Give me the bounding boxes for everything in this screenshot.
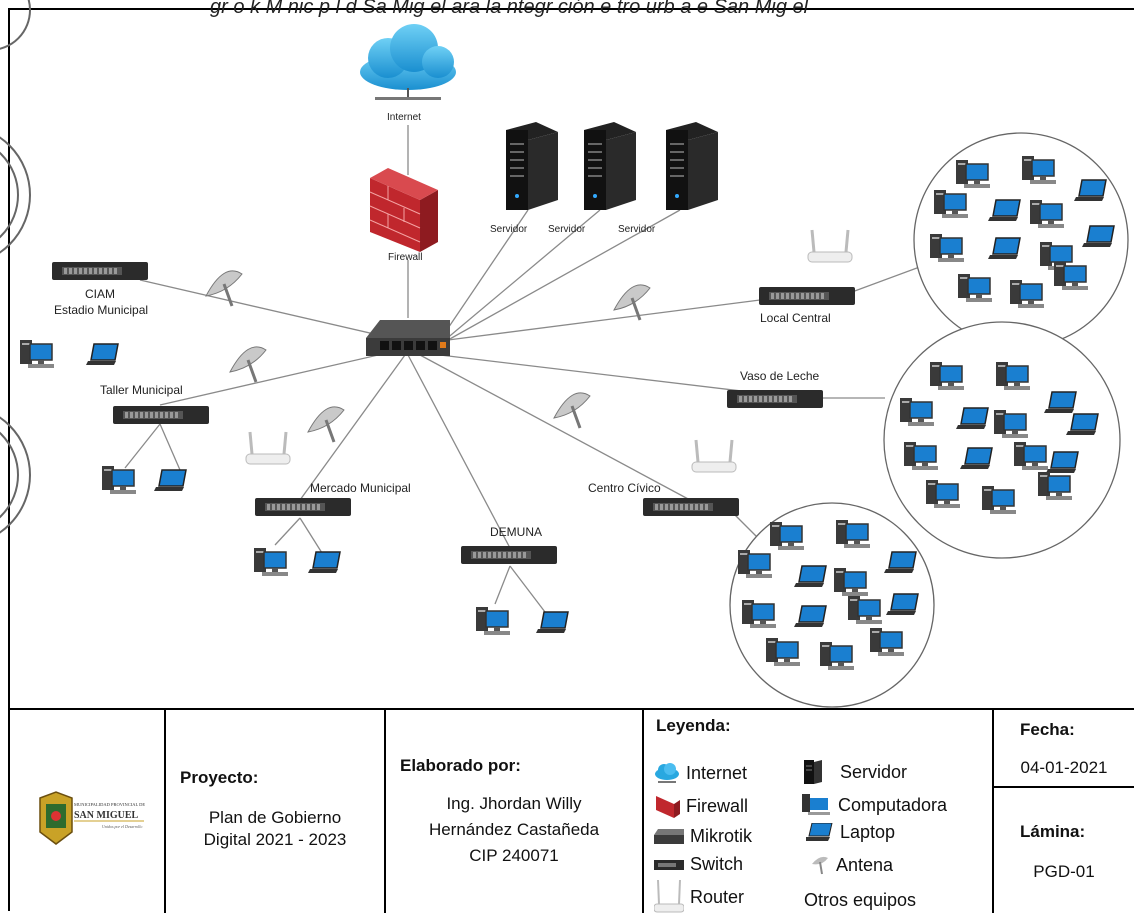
legend-item-otros: Otros equipos xyxy=(804,890,917,910)
municipality-logo: MUNICIPALIDAD PROVINCIAL DE SAN MIGUEL U… xyxy=(39,791,145,845)
svg-text:MUNICIPALIDAD PROVINCIAL DE: MUNICIPALIDAD PROVINCIAL DE xyxy=(74,802,145,807)
legend-item-switch: Switch xyxy=(654,854,743,875)
site-label-mercado: Mercado Municipal xyxy=(310,481,411,495)
legend-item-internet: Internet xyxy=(654,762,747,784)
firewall-icon xyxy=(656,796,680,818)
date-sheet-cell: Fecha: 04-01-2021 Lámina: PGD-01 xyxy=(994,710,1134,913)
antenna-dish-icon xyxy=(552,391,592,430)
firewall-label: Firewall xyxy=(388,252,422,263)
wifi-router-icon xyxy=(244,430,292,466)
switch-icon-vaso xyxy=(727,390,823,408)
stamp-seal xyxy=(0,0,31,534)
sheet-value: PGD-01 xyxy=(1033,862,1095,881)
site-label-vaso: Vaso de Leche xyxy=(740,369,819,383)
laptop-icon xyxy=(85,343,119,366)
title-block: MUNICIPALIDAD PROVINCIAL DE SAN MIGUEL U… xyxy=(8,708,1134,913)
server-icon xyxy=(665,121,719,211)
mikrotik-router-icon xyxy=(366,320,450,356)
server-icon xyxy=(505,121,559,211)
author-cell: Elaborado por: Ing. Jhordan Willy Hernán… xyxy=(386,710,644,913)
laptop-icon xyxy=(806,822,833,841)
site-label-demuna: DEMUNA xyxy=(490,525,542,539)
internet-label: Internet xyxy=(387,112,421,123)
wifi-router-icon xyxy=(690,438,738,474)
site-label-ciam: CIAM xyxy=(85,287,115,301)
author-name-line2: Hernández Castañeda xyxy=(428,820,600,839)
server-icon xyxy=(583,121,637,211)
laptop-icon xyxy=(153,469,187,492)
network-diagram: Internet Firewall Servidor Servidor Serv… xyxy=(0,0,1129,708)
sheet-label: Lámina: xyxy=(1020,822,1086,841)
switch-icon-taller xyxy=(113,406,209,424)
cloud-icon xyxy=(655,763,679,783)
legend-item-router: Router xyxy=(654,880,744,914)
wifi-router-icon xyxy=(806,228,854,264)
legend-item-firewall: Firewall xyxy=(654,794,748,818)
legend-label: Leyenda: xyxy=(656,716,731,735)
antenna-dish-icon xyxy=(204,269,244,308)
date-value: 04-01-2021 xyxy=(1020,758,1108,777)
header-caption: gr o k M nic p l d Sa Mig el ara la nteg… xyxy=(210,0,809,18)
switch-icon-ciam xyxy=(52,262,148,280)
svg-text:SAN MIGUEL: SAN MIGUEL xyxy=(74,810,139,821)
legend-item-mikrotik: Mikrotik xyxy=(654,826,752,847)
mikrotik-icon xyxy=(654,828,684,844)
switch-icon-local xyxy=(759,287,855,305)
computer-icon xyxy=(475,606,511,636)
computer-icon xyxy=(802,794,830,815)
computer-cluster-local xyxy=(913,132,1129,348)
server-icon xyxy=(804,760,822,784)
antenna-icon xyxy=(812,856,828,875)
legend-item-computadora: Computadora xyxy=(802,792,947,818)
antenna-dish-icon xyxy=(306,405,346,444)
router-icon xyxy=(654,880,684,913)
drawing-frame: gr o k M nic p l d Sa Mig el ara la nteg… xyxy=(8,0,1134,911)
server-label: Servidor xyxy=(548,224,586,235)
project-cell: Proyecto: Plan de Gobierno Digital 2021 … xyxy=(166,710,386,913)
logo-cell: MUNICIPALIDAD PROVINCIAL DE SAN MIGUEL U… xyxy=(8,710,166,913)
site-label-estadio: Estadio Municipal xyxy=(54,303,148,317)
server-label: Servidor xyxy=(618,224,656,235)
computer-cluster-centro xyxy=(729,502,935,708)
computer-icon xyxy=(101,465,137,495)
project-value-line1: Plan de Gobierno xyxy=(208,808,342,827)
author-name-line1: Ing. Jhordan Willy xyxy=(446,794,582,813)
site-label-local: Local Central xyxy=(760,311,831,325)
switch-icon xyxy=(654,859,684,870)
legend-cell: Leyenda: Internet Servidor Firewall Comp… xyxy=(644,710,994,913)
laptop-icon xyxy=(307,551,341,574)
author-cip: CIP 240071 xyxy=(469,846,559,865)
date-label: Fecha: xyxy=(1020,720,1075,739)
author-label: Elaborado por: xyxy=(400,756,521,775)
legend-item-laptop: Laptop xyxy=(806,822,895,843)
switch-icon-centro xyxy=(643,498,739,516)
legend-item-servidor: Servidor xyxy=(802,758,907,786)
computer-icon xyxy=(19,339,55,369)
internet-cloud-icon xyxy=(360,24,456,100)
divider xyxy=(994,786,1134,788)
legend-item-antena: Antena xyxy=(810,854,893,876)
computer-cluster-vaso xyxy=(883,321,1121,559)
project-value-line2: Digital 2021 - 2023 xyxy=(203,830,347,849)
laptop-icon xyxy=(535,611,569,634)
switch-icon-demuna xyxy=(461,546,557,564)
svg-text:Unidos por el Desarrollo: Unidos por el Desarrollo xyxy=(102,824,142,829)
computer-icon xyxy=(253,547,289,577)
cables xyxy=(124,125,926,613)
project-label: Proyecto: xyxy=(180,768,259,787)
firewall-icon xyxy=(369,168,438,252)
site-label-centro: Centro Cívico xyxy=(588,481,661,495)
site-label-taller: Taller Municipal xyxy=(100,383,183,397)
server-label: Servidor xyxy=(490,224,528,235)
antenna-dish-icon xyxy=(228,345,268,384)
switch-icon-mercado xyxy=(255,498,351,516)
